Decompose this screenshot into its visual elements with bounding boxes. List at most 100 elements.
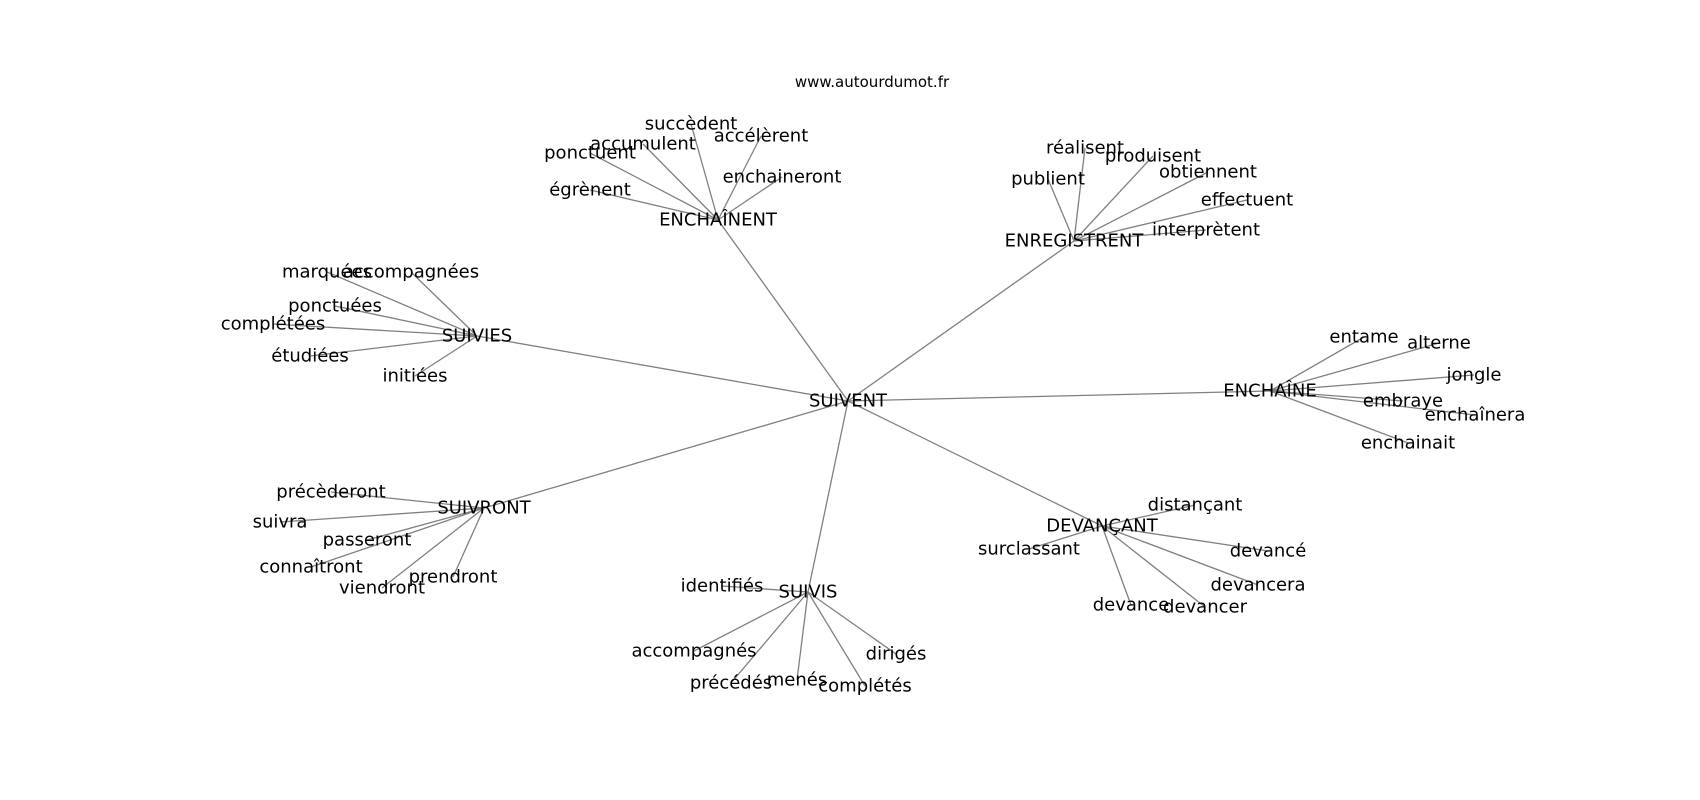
hub-node-enchainent: ENCHAÎNENT [659,209,778,231]
leaf-node-suivront-5: viendront [339,578,425,599]
edge-center-suivront [483,400,849,509]
edge-enchainent-leaf-1 [642,143,719,221]
leaf-node-devancant-4: devance [1093,595,1170,616]
edge-suivront-leaf-3 [310,507,485,568]
edge-enregistrent-leaf-1 [1073,155,1154,242]
leaf-node-enchainent-4: enchaineront [723,167,842,188]
edge-enchaine-leaf-5 [1269,390,1409,444]
leaf-node-suivies-0: marquées [282,262,372,283]
leaf-node-suivies-3: complétées [221,314,326,335]
leaf-node-enregistrent-5: interprètent [1152,220,1260,241]
edge-devancant-leaf-4 [1101,525,1132,606]
hub-node-suivies: SUIVIES [442,326,512,347]
edges-layer [272,123,1476,687]
edge-enchainent-leaf-0 [690,123,719,221]
edge-center-devancant [847,400,1103,527]
leaf-node-devancant-2: devancé [1230,541,1307,562]
labels-layer: www.autourdumot.fr SUIVENT ENCHAÎNENT succ… [221,73,1526,697]
edge-center-enchaine [847,390,1271,402]
edge-suivis-leaf-3 [730,591,809,684]
edge-enregistrent-leaf-4 [1073,199,1248,242]
edge-center-suivies [476,335,849,402]
edge-suivies-leaf-1 [410,271,478,337]
edge-enchainent-leaf-4 [717,176,783,221]
edge-devancant-leaf-1 [1028,525,1103,550]
leaf-node-enchainent-2: accélèrent [714,126,809,147]
leaf-node-enchaine-5: enchainait [1361,433,1455,454]
leaf-node-devancant-3: devancera [1211,575,1306,596]
edge-enchaine-leaf-2 [1269,374,1475,392]
edge-suivront-leaf-5 [381,507,485,589]
edge-suivis-leaf-4 [796,591,809,681]
edge-suivies-leaf-0 [326,271,478,337]
edge-suivront-leaf-4 [452,507,485,578]
leaf-node-suivis-5: complétés [818,676,911,697]
leaf-node-suivis-4: menés [767,670,827,691]
leaf-node-suivront-1: suivra [253,512,308,533]
leaf-node-suivies-4: étudiées [271,346,349,367]
edge-center-suivis [807,400,849,593]
edge-suivis-leaf-0 [721,585,809,593]
edge-suivis-leaf-1 [693,591,809,652]
leaf-node-enchaine-1: alterne [1407,333,1471,354]
leaf-node-enchainent-0: succèdent [645,114,738,135]
leaf-node-enregistrent-2: obtiennent [1159,162,1257,183]
edge-enchaine-leaf-3 [1269,390,1404,402]
leaf-node-enchaine-0: entame [1329,327,1398,348]
leaf-node-suivis-0: identifiés [681,576,764,597]
edge-devancant-leaf-0 [1101,504,1196,527]
leaf-node-enchaine-3: embraye [1363,391,1443,412]
edge-suivies-leaf-5 [414,335,478,377]
edge-center-enregistrent [847,240,1075,402]
edge-devancant-leaf-5 [1101,525,1206,608]
edge-enregistrent-leaf-2 [1073,171,1209,242]
edge-suivront-leaf-1 [279,507,485,523]
edge-devancant-leaf-3 [1101,525,1259,586]
edge-suivies-leaf-2 [334,305,478,337]
site-watermark: www.autourdumot.fr [795,73,950,91]
edge-enchainent-leaf-3 [589,152,719,221]
leaf-node-devancant-5: devancer [1163,597,1248,618]
edge-suivies-leaf-4 [309,335,478,357]
leaf-node-devancant-0: distançant [1148,495,1243,516]
center-node-label: SUIVENT [809,391,888,412]
hub-node-enchaine: ENCHAÎNE [1223,380,1316,402]
leaf-node-suivront-2: passeront [323,530,412,551]
leaf-node-suivis-1: accompagnés [631,641,756,662]
edge-suivis-leaf-2 [807,591,897,655]
edge-center-enchainent [717,219,849,402]
leaf-node-enchainent-5: égrènent [549,180,631,201]
hub-node-suivront: SUIVRONT [437,498,531,519]
leaf-node-suivies-2: ponctuées [288,296,382,317]
leaf-node-enchaine-2: jongle [1446,365,1502,386]
leaf-node-enregistrent-0: réalisent [1046,138,1124,159]
leaf-node-enchainent-3: ponctuent [544,143,636,164]
leaf-node-suivis-2: dirigés [866,644,927,665]
edge-enchaine-leaf-0 [1269,336,1365,392]
edge-enchaine-leaf-4 [1269,390,1476,416]
leaf-node-enregistrent-1: produisent [1105,146,1201,167]
edge-suivis-leaf-5 [807,591,866,687]
edge-enregistrent-leaf-0 [1073,147,1086,242]
hub-node-enregistrent: ENREGISTRENT [1005,231,1145,252]
leaf-node-suivront-0: précèderont [276,482,385,503]
leaf-node-enchaine-4: enchaînera [1425,405,1526,426]
edge-enchaine-leaf-1 [1269,342,1440,392]
leaf-node-enregistrent-4: effectuent [1201,190,1293,211]
edge-devancant-leaf-2 [1101,525,1269,552]
leaf-node-suivies-1: accompagnées [343,262,479,283]
hub-node-suivis: SUIVIS [779,582,838,603]
leaf-node-suivis-3: précédés [690,673,772,694]
leaf-node-suivies-5: initiées [383,366,448,387]
leaf-node-enchainent-1: accumulent [590,134,696,155]
leaf-node-suivront-3: connaîtront [259,557,362,578]
hub-node-devancant: DEVANÇANT [1046,516,1159,537]
leaf-node-enregistrent-3: publient [1011,169,1085,190]
edge-suivront-leaf-2 [366,507,485,541]
edge-suivies-leaf-3 [272,323,478,337]
leaf-node-devancant-1: surclassant [978,539,1080,560]
edge-enchainent-leaf-2 [717,135,762,221]
edge-enregistrent-leaf-3 [1047,178,1075,242]
edge-enregistrent-leaf-5 [1073,229,1207,242]
